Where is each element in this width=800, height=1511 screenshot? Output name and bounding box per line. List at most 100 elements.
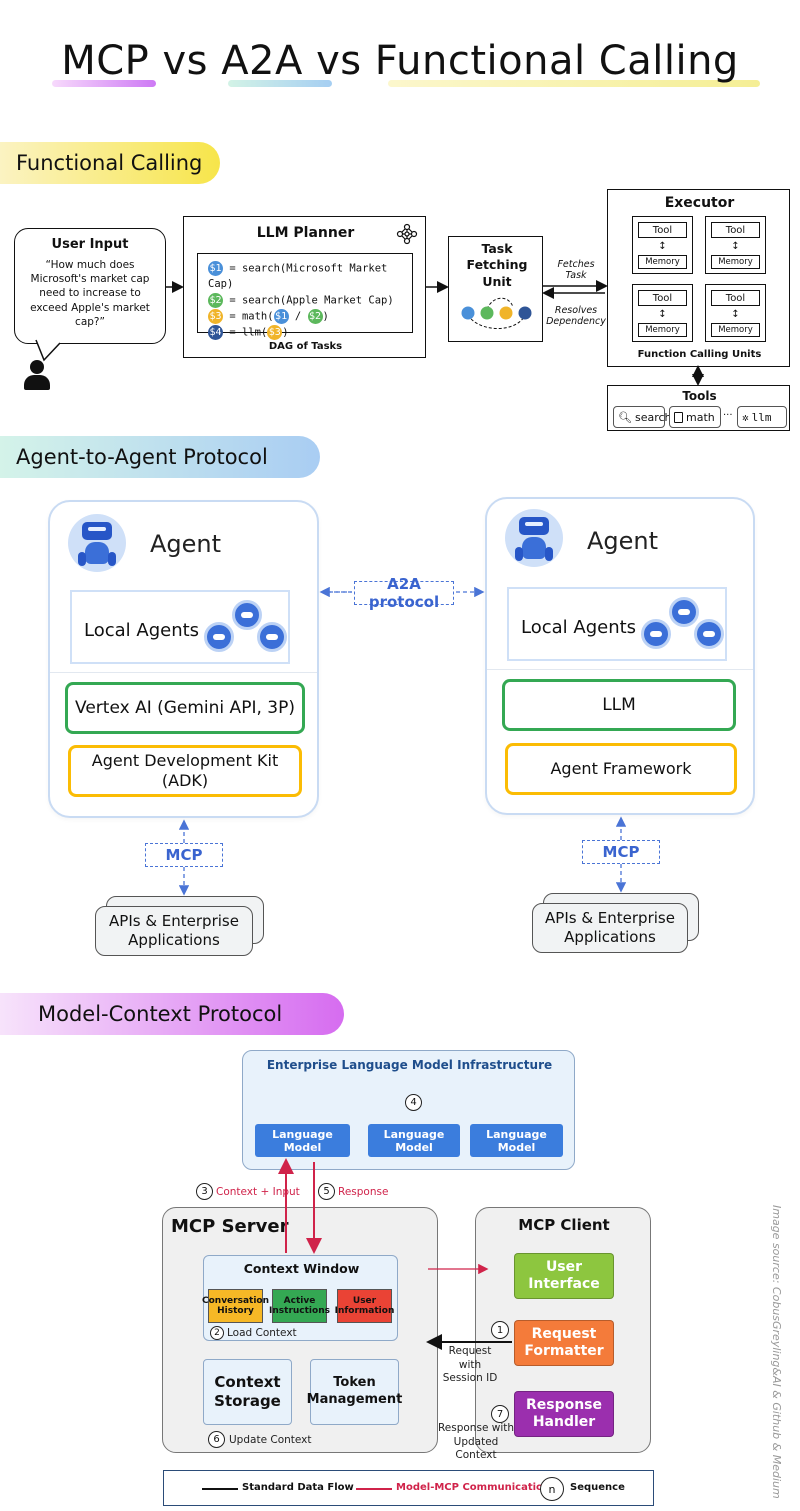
local-agents-label: Local Agents [521, 617, 637, 638]
request-session-note: Request with Session ID [442, 1345, 498, 1385]
task-4-expr: = llm( [223, 326, 268, 338]
legend-standard-label: Standard Data Flow [242, 1482, 354, 1493]
response-label: 5 Response [318, 1183, 388, 1200]
infra-title: Enterprise Language Model Infrastructure [266, 1058, 553, 1072]
mcp-server-title: MCP Server [171, 1216, 289, 1237]
executor-box: Executor Tool ↕ Memory Tool ↕ Memory Too… [607, 189, 790, 367]
language-model-2: Language Model [368, 1124, 460, 1157]
user-person-icon [24, 360, 50, 390]
update-context-text: Update Context [229, 1433, 312, 1446]
load-context-label: 2 Load Context [210, 1326, 297, 1340]
unit-1-memory: Memory [638, 255, 687, 269]
token-management: Token Management [307, 1359, 402, 1425]
mini-agent-icon [641, 619, 671, 649]
function-unit-4: Tool ↕ Memory [705, 284, 766, 342]
mcp-tag-left: MCP [145, 843, 223, 867]
a2a-protocol-tag: A2A protocol [354, 575, 454, 611]
step-5-badge: 5 [318, 1183, 335, 1200]
neural-net-icon-small: ✲ [742, 410, 749, 424]
function-unit-3: Tool ↕ Memory [632, 284, 693, 342]
unit-3-tool: Tool [638, 290, 687, 306]
task-4: $4 = llm($3) [208, 324, 402, 341]
task-2-badge: $2 [208, 292, 223, 308]
task-4-ref: $3 [267, 324, 283, 340]
robot-avatar [68, 514, 126, 572]
tool-ellipsis: ··· [723, 410, 733, 421]
mini-agent-icon [232, 600, 262, 630]
tool-search-label: search [634, 410, 672, 424]
context-window: Context Window Conversation History Acti… [202, 1255, 398, 1341]
calculator-icon [674, 411, 683, 423]
section-banner-mcp: Model-Context Protocol [0, 993, 344, 1035]
response-updated-note: Response with Updated Context [437, 1422, 515, 1462]
step-2-badge: 2 [210, 1326, 224, 1340]
local-agents-label: Local Agents [84, 620, 200, 641]
unit-3-link: ↕ [658, 308, 667, 320]
task-2: $2 = search(Apple Market Cap) [208, 292, 402, 309]
kit-box: Agent Development Kit (ADK) [68, 745, 302, 797]
mini-agent-icon [694, 619, 724, 649]
mcp-client: MCP Client User Interface Request Format… [475, 1207, 651, 1453]
task-3: $3 = math($1 / $2) [208, 308, 402, 325]
response-handler: Response Handler [514, 1391, 614, 1437]
unit-2-link: ↕ [731, 240, 740, 252]
legend-standard-line [202, 1488, 238, 1490]
title-underline-1 [52, 80, 156, 87]
step-3-badge: 3 [196, 1183, 213, 1200]
agent-title: Agent [587, 527, 659, 555]
title-underline-3 [388, 80, 760, 87]
mcp-client-title: MCP Client [518, 1216, 610, 1234]
agent-title: Agent [150, 530, 222, 558]
task-3-badge: $3 [208, 308, 223, 324]
kit-box: Agent Framework [505, 743, 737, 795]
tool-llm: ✲ llm [737, 406, 787, 428]
task-4-badge: $4 [208, 324, 223, 340]
task-3-divide: / [288, 310, 308, 322]
unit-1-tool: Tool [638, 222, 687, 238]
step-4-badge: 4 [405, 1094, 422, 1111]
llm-infrastructure: Enterprise Language Model Infrastructure… [242, 1050, 575, 1170]
task-3-ref-1: $1 [273, 308, 289, 324]
function-calling-units-label: Function Calling Units [637, 349, 762, 360]
executor-heading: Executor [664, 195, 735, 211]
dependency-dots [459, 295, 535, 331]
resolves-dependency-label: Resolves Dependency [546, 305, 606, 328]
section-banner-functional-calling: Functional Calling [0, 142, 220, 184]
legend-model-label: Model-MCP Communication [396, 1482, 551, 1493]
apis-box-left: APIs & Enterprise Applications [95, 906, 253, 956]
language-model-3: Language Model [470, 1124, 563, 1157]
tool-math: math [669, 406, 721, 428]
legend: Standard Data Flow Model-MCP Communicati… [163, 1470, 654, 1506]
search-icon: 🔍︎ [618, 410, 632, 424]
task-1: $1 = search(Microsoft Market Cap) [208, 261, 402, 293]
local-agents-box: Local Agents [70, 590, 290, 664]
context-storage: Context Storage [203, 1359, 292, 1425]
tool-llm-label: llm [751, 410, 772, 424]
load-context-text: Load Context [227, 1327, 297, 1339]
response-text: Response [338, 1185, 389, 1198]
unit-1-link: ↕ [658, 240, 667, 252]
banner-label: Model-Context Protocol [38, 1002, 283, 1026]
neural-net-icon [396, 223, 418, 245]
image-source-credit: Image source: CobusGreyling&AI & Github … [770, 1205, 783, 1499]
task-1-expr: = search(Microsoft Market Cap) [208, 262, 388, 291]
page-title: MCP vs A2A vs Functional Calling [61, 38, 739, 84]
mcp-tag-right: MCP [582, 840, 660, 864]
task-3-expr: = math( [223, 310, 274, 322]
context-input-text: Context + Input [216, 1185, 300, 1198]
task-list: $1 = search(Microsoft Market Cap) $2 = s… [197, 253, 413, 340]
unit-4-tool: Tool [711, 290, 760, 306]
fetches-task-label: Fetches Task [557, 259, 595, 282]
task-4-close: ) [282, 326, 289, 338]
legend-sequence-badge: n [540, 1477, 564, 1501]
active-instructions: Active Instructions [269, 1289, 330, 1323]
tools-box: Tools 🔍︎ search math ··· ✲ llm [607, 385, 790, 431]
user-information: User Information [335, 1289, 394, 1323]
section-banner-a2a: Agent-to-Agent Protocol [0, 436, 320, 478]
user-input-text: “How much does Microsoft's market cap ne… [30, 259, 150, 328]
update-context-label: 6 Update Context [208, 1431, 312, 1448]
agent-card-right: Agent Local Agents LLM Agent Framework [485, 497, 755, 815]
context-window-title: Context Window [243, 1261, 360, 1276]
mini-agent-icon [669, 597, 699, 627]
unit-3-memory: Memory [638, 323, 687, 337]
